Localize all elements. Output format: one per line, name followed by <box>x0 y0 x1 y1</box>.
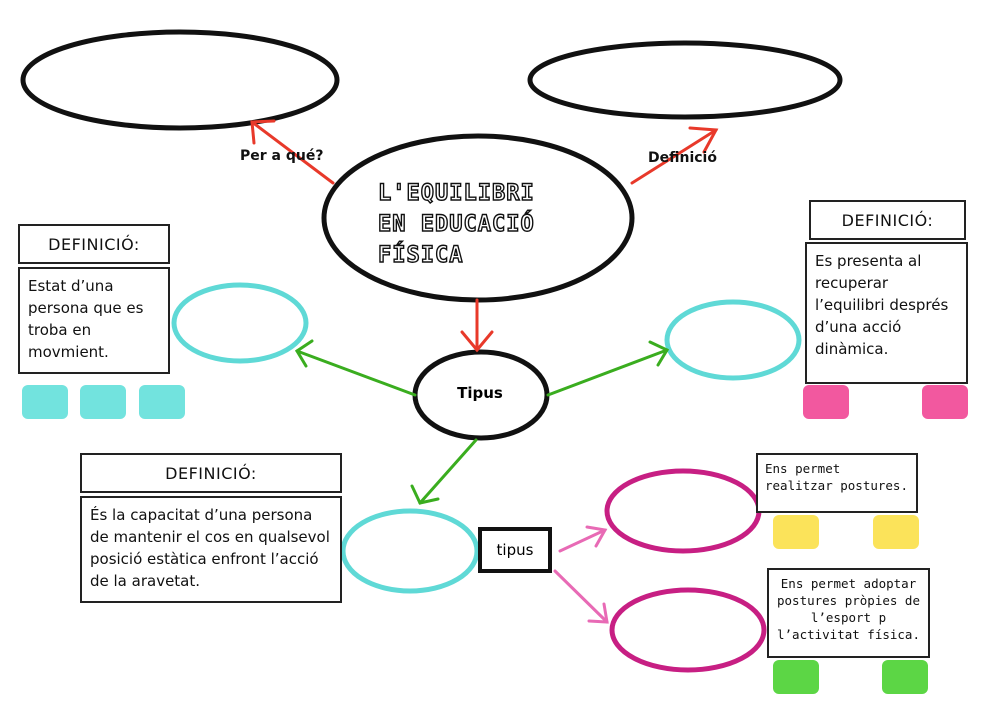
right-card-title: DEFINICIÓ: <box>809 200 966 240</box>
chip-cyan[interactable] <box>80 385 126 419</box>
chip-cyan[interactable] <box>139 385 185 419</box>
answer-bubble-per-a-que[interactable] <box>20 29 340 131</box>
label-definicio: Definició <box>648 150 717 166</box>
tipus-center-label: Tipus <box>457 384 503 402</box>
left-card-text: Estat d’una persona que es troba en movm… <box>18 267 170 374</box>
answer-bubble-subtype-1[interactable] <box>604 468 762 554</box>
chip-green[interactable] <box>773 660 819 694</box>
answer-bubble-right-type[interactable] <box>664 299 802 381</box>
color-chips <box>22 385 968 694</box>
tipus-box: tipus <box>478 527 552 573</box>
center-title: L'EQUILIBRI EN EDUCACIÓ FÍSICA <box>377 180 535 268</box>
note-top: Ens permet realitzar postures. <box>756 453 918 513</box>
bottom-card-title: DEFINICIÓ: <box>80 453 342 493</box>
green-arrows <box>294 339 670 505</box>
answer-bubble-bottom-type[interactable] <box>340 508 480 594</box>
right-card-text: Es presenta al recuperar l’equilibri des… <box>805 242 968 384</box>
chip-pink[interactable] <box>922 385 968 419</box>
answer-bubble-definicio[interactable] <box>527 40 843 120</box>
chip-cyan[interactable] <box>22 385 68 419</box>
red-arrows <box>250 119 719 353</box>
bottom-card-text: És la capacitat d’una persona de manteni… <box>80 496 342 603</box>
note-bottom: Ens permet adoptar postures pròpies de l… <box>767 568 930 658</box>
chip-yellow[interactable] <box>773 515 819 549</box>
label-per-a-que: Per a qué? <box>240 148 324 164</box>
chip-green[interactable] <box>882 660 928 694</box>
left-card-title: DEFINICIÓ: <box>18 224 170 264</box>
answer-bubble-subtype-2[interactable] <box>609 587 767 673</box>
chip-pink[interactable] <box>803 385 849 419</box>
pink-arrows <box>553 525 609 624</box>
answer-bubble-left-type[interactable] <box>171 282 309 364</box>
chip-yellow[interactable] <box>873 515 919 549</box>
